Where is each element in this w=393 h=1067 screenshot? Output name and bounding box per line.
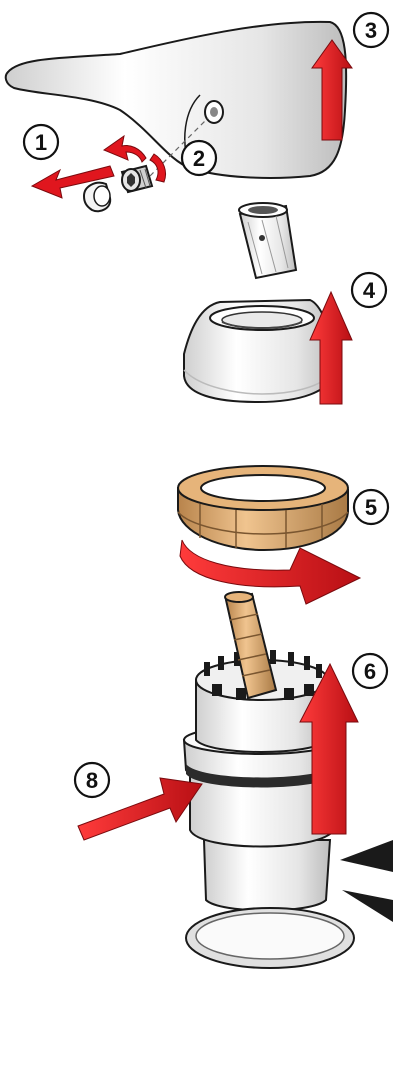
brass-nut [178, 466, 348, 550]
step-badge-8: 8 [75, 763, 109, 797]
escutcheon-cover [184, 300, 334, 402]
step-number: 2 [193, 146, 205, 171]
faucet-handle [6, 22, 346, 178]
step-number: 1 [35, 130, 47, 155]
step-badge-3: 3 [354, 13, 388, 47]
cover-cap [84, 183, 110, 212]
step-number: 6 [364, 659, 376, 684]
hex-socket-screw [122, 166, 152, 192]
water-flow-indicator [340, 840, 393, 922]
step-badge-5: 5 [354, 490, 388, 524]
step-badge-1: 1 [24, 125, 58, 159]
step-number: 8 [86, 768, 98, 793]
step-number: 5 [365, 495, 377, 520]
step-number: 3 [365, 18, 377, 43]
step-badge-2: 2 [182, 141, 216, 175]
step-number: 4 [363, 278, 376, 303]
step-badge-4: 4 [352, 273, 386, 307]
step-badge-6: 6 [353, 654, 387, 688]
spline-adapter [239, 203, 296, 278]
